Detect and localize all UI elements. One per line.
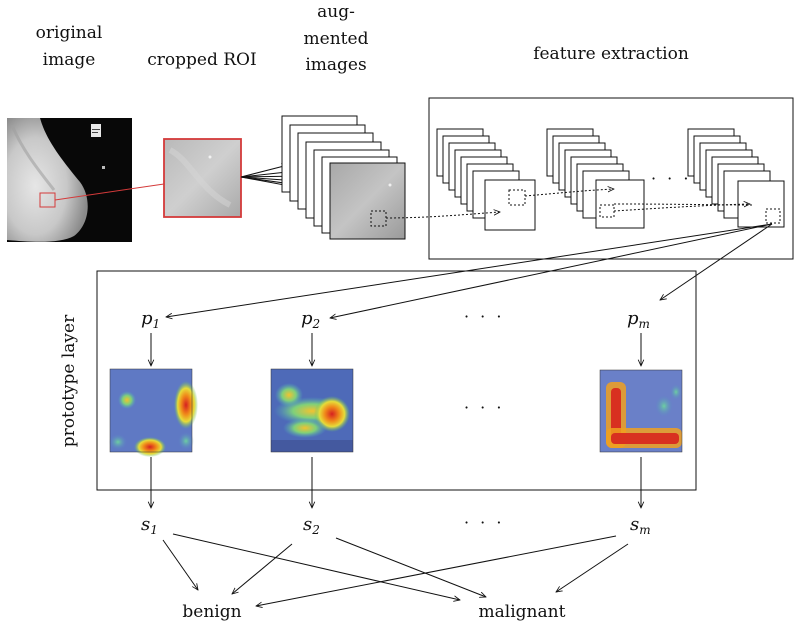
feature-map-stack-m <box>687 128 785 228</box>
feature-flow-arrows <box>385 189 753 219</box>
output-malignant: malignant <box>479 602 566 622</box>
cropped-roi-image <box>163 138 242 218</box>
feature-ellipsis: · · · <box>651 169 691 188</box>
label-feature-extraction: feature extraction <box>533 44 689 64</box>
label-original-line1: original <box>36 23 103 43</box>
similarity-heatmap-m <box>599 369 683 453</box>
output-benign: benign <box>182 602 241 622</box>
output-arrows <box>162 533 629 606</box>
feature-map-stack-2 <box>546 128 645 229</box>
similarity-heatmap-2 <box>270 368 354 453</box>
augmented-images-stack <box>281 115 406 240</box>
label-prototype-layer: prototype layer <box>59 314 79 447</box>
label-cropped-roi: cropped ROI <box>147 50 256 70</box>
prototype-layer-box <box>96 270 697 491</box>
label-original-line2: image <box>43 50 96 70</box>
feature-map-stack-1 <box>436 128 536 231</box>
similarity-label-1: s1 <box>141 514 158 537</box>
prototype-label-m: pm <box>627 308 650 331</box>
original-mammogram-image <box>7 118 132 242</box>
similarity-heatmap-1 <box>109 368 198 457</box>
label-augmented-line3: images <box>305 55 366 75</box>
label-augmented-line1: aug- <box>317 2 355 22</box>
similarity-label-2: s2 <box>303 514 320 537</box>
feature-extraction-box <box>428 97 794 260</box>
prototype-label-2: p2 <box>301 308 320 331</box>
crop-connector-line <box>54 183 165 201</box>
heatmap-ellipsis: · · · <box>464 398 504 417</box>
similarity-label-m: sm <box>630 514 651 537</box>
prototype-label-1: p1 <box>141 308 160 331</box>
label-augmented-line2: mented <box>304 29 369 49</box>
similarity-ellipsis: · · · <box>464 513 504 532</box>
prototype-ellipsis: · · · <box>464 307 504 326</box>
